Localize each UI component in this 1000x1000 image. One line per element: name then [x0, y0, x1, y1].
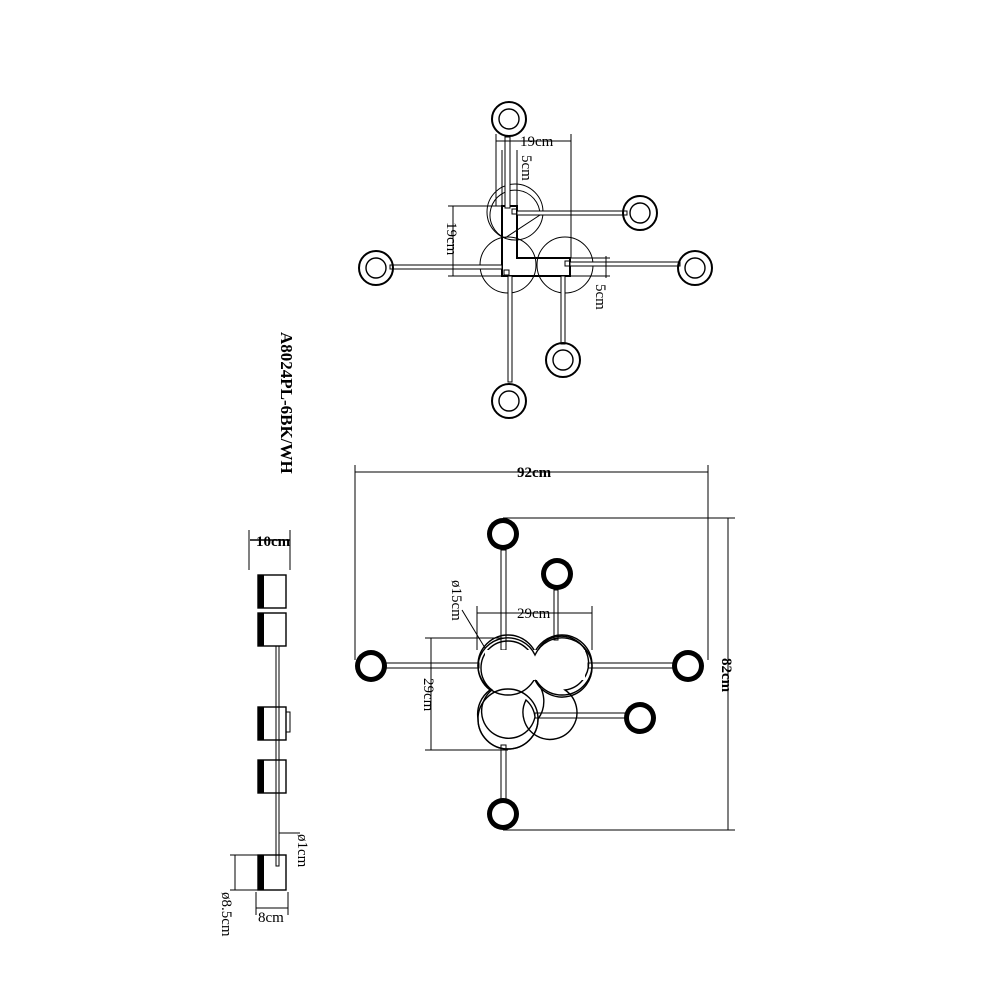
front-dim-canopy-height: 29cm: [420, 678, 436, 712]
lamp-shade: [257, 759, 287, 794]
top-dim-height: 19cm: [443, 222, 459, 256]
side-dim-shade-width: 8cm: [258, 910, 284, 926]
lamp-shade: [257, 574, 287, 609]
lamp-shade: [257, 706, 291, 741]
top-dim-width: 19cm: [520, 134, 554, 150]
side-dim-shade-height: ø8.5cm: [218, 892, 234, 937]
front-dim-canopy-width: 29cm: [517, 606, 551, 622]
lamp-ring: [677, 250, 713, 286]
top-dim-gap-right: 5cm: [592, 284, 608, 310]
side-view: 10cm ø1cm ø8.5cm: [218, 530, 310, 937]
lamp-ring: [491, 101, 527, 137]
lamp-head: [487, 798, 519, 830]
lamp-shade: [257, 854, 287, 891]
lamp-ring: [491, 383, 527, 419]
side-dim-rod: ø1cm: [294, 834, 310, 868]
lamp-head: [624, 702, 656, 734]
lamp-head: [541, 558, 573, 590]
lamp-ring: [622, 195, 658, 231]
lamp-head: [487, 518, 519, 550]
lamp-head: [355, 650, 387, 682]
lamp-head: [672, 650, 704, 682]
top-view: 19cm 5cm 19cm 5cm: [358, 101, 713, 419]
lamp-ring: [358, 250, 394, 286]
lamp-shade: [257, 612, 287, 647]
front-view: 92cm 82cm ø15cm 29cm 29cm: [354, 465, 735, 831]
front-dim-total-height: 82cm: [718, 658, 734, 693]
front-dim-canopy-diameter: ø15cm: [448, 580, 464, 621]
side-dim-depth: 10cm: [256, 534, 291, 550]
front-dim-total-width: 92cm: [517, 465, 552, 481]
model-number: A8024PL-6BK/WH: [277, 332, 296, 474]
lamp-ring: [545, 342, 581, 378]
top-dim-gap-top: 5cm: [518, 155, 534, 181]
